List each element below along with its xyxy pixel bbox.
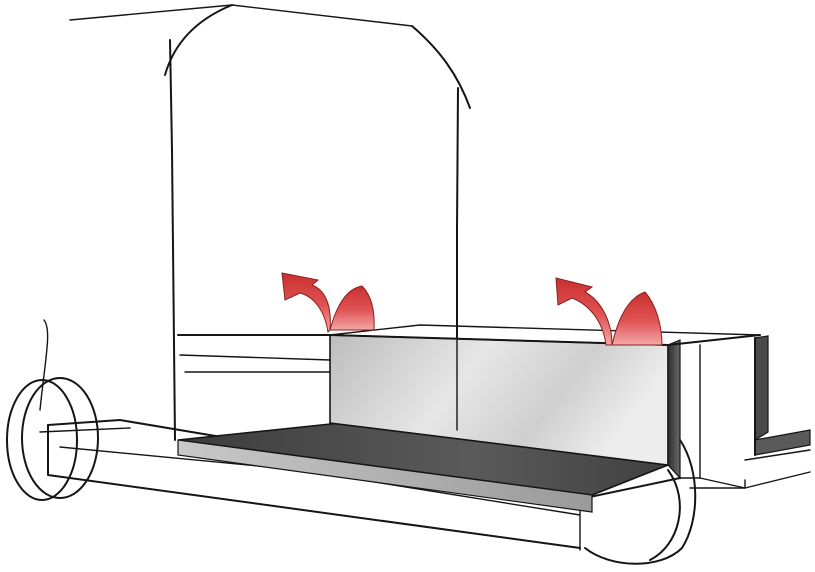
curved-up-arrow-icon <box>282 273 374 332</box>
rear-panel-side <box>668 340 680 478</box>
right-compartment <box>700 336 810 478</box>
curved-up-arrow-icon <box>556 278 662 345</box>
front-wheel <box>7 320 98 500</box>
